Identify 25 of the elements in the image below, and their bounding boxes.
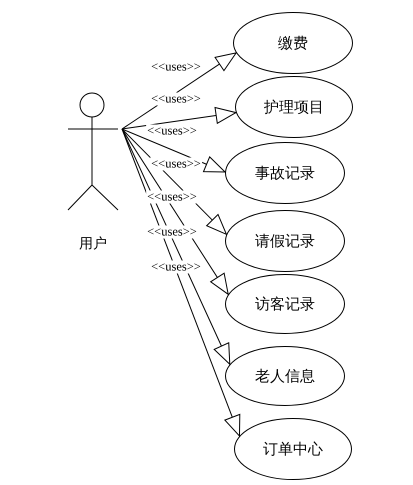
use-case-ellipse [225, 274, 345, 334]
edge-label: <<uses>> [150, 260, 202, 274]
use-case-ellipse [234, 418, 352, 480]
use-case-ellipse [235, 76, 353, 138]
arrow [122, 107, 236, 130]
edge-label: <<uses>> [146, 190, 198, 204]
edge-label: <<uses>> [150, 158, 202, 170]
edge-label: <<uses>> [150, 92, 202, 106]
use-case-label: 事故记录 [255, 164, 315, 182]
use-case-label: 访客记录 [255, 294, 315, 314]
use-case-label: 缴费 [278, 34, 308, 52]
use-case-label: 请假记录 [255, 232, 315, 250]
edge-label: <<uses>> [146, 124, 198, 138]
arrow [122, 128, 226, 172]
use-case-label: 护理项目 [264, 98, 324, 116]
use-case-ellipse [225, 210, 345, 272]
edge-label: <<uses>> [146, 226, 198, 238]
actor-name: 用户 [79, 235, 107, 253]
use-case-label: 老人信息 [255, 366, 315, 386]
use-case-label: 订单中心 [263, 440, 323, 458]
use-case-ellipse [225, 142, 345, 204]
use-case-ellipse [233, 12, 353, 74]
edge-label: <<uses>> [150, 60, 202, 74]
arrow [122, 128, 240, 436]
use-case-ellipse [225, 346, 345, 406]
